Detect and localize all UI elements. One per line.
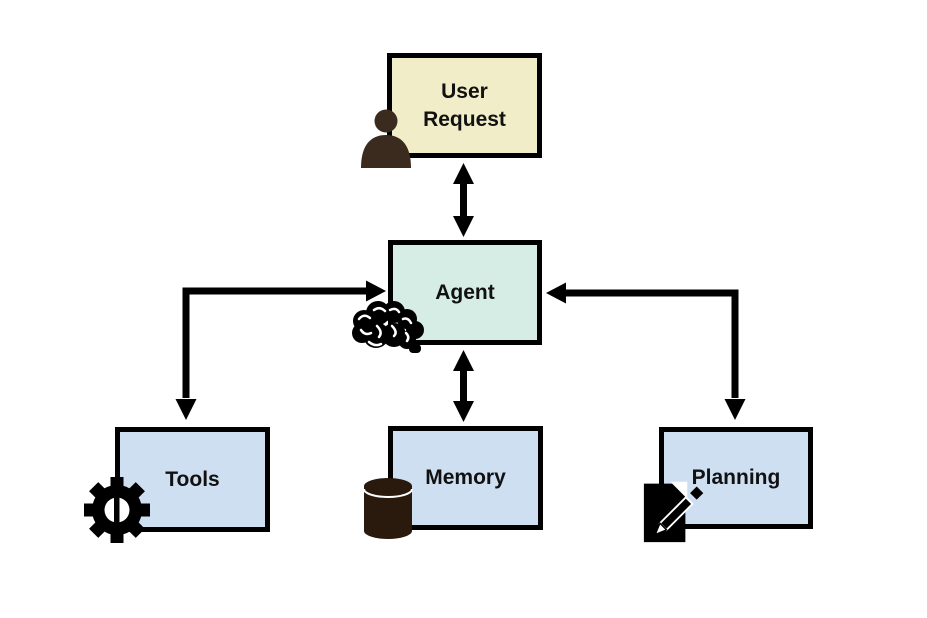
- node-memory-label: Memory: [425, 466, 506, 490]
- node-memory: Memory: [388, 426, 543, 530]
- edge-agent-memory-arrowhead-down: [453, 401, 474, 422]
- edge-agent-tools-arrowhead-right: [366, 280, 386, 302]
- edge-user-agent-arrowhead-down: [453, 216, 474, 237]
- node-agent-label: Agent: [435, 280, 495, 304]
- edge-agent-memory-arrowhead-up: [453, 350, 474, 371]
- edge-agent-planning-arrowhead-left: [546, 282, 566, 304]
- edge-agent-planning-arrowhead-down: [724, 399, 746, 420]
- document-pencil-icon: [643, 481, 704, 543]
- node-tools-label: Tools: [165, 467, 220, 491]
- edge-agent-tools-line: [182, 287, 366, 398]
- gear-icon: [84, 477, 150, 543]
- node-planning-label: Planning: [691, 466, 781, 490]
- node-planning: Planning: [659, 427, 813, 529]
- edge-agent-planning-line: [566, 289, 739, 398]
- node-user-request-label: User Request: [423, 80, 506, 131]
- brain-icon: [352, 301, 424, 353]
- edge-user-agent-arrowhead-up: [453, 163, 474, 184]
- database-icon: [363, 478, 413, 539]
- node-user-request: User Request: [387, 53, 542, 158]
- edge-agent-tools-arrowhead-down: [175, 399, 197, 420]
- person-icon: [361, 109, 411, 168]
